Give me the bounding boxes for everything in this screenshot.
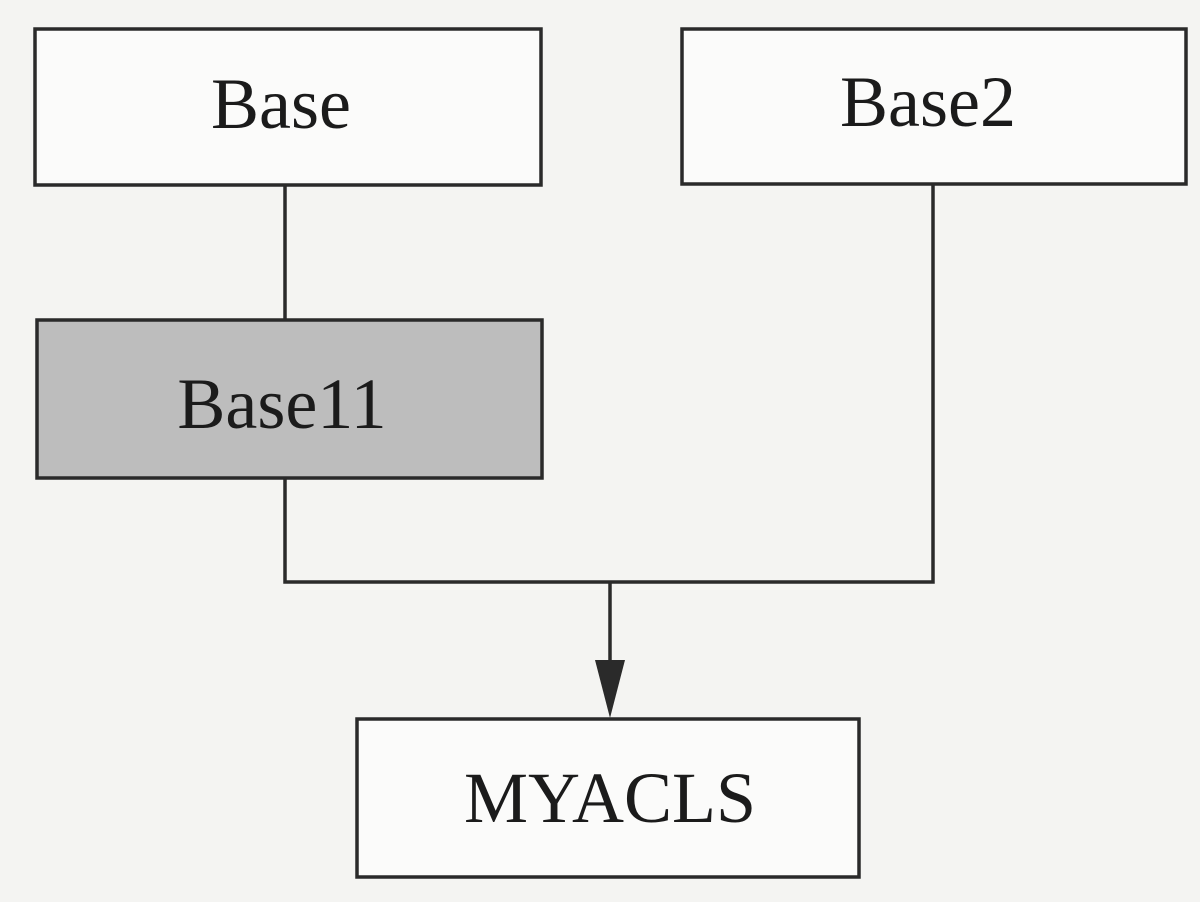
node-base2-label: Base2	[840, 62, 1016, 142]
node-myacls: MYACLS	[355, 717, 861, 879]
edge-base11-to-junction	[283, 478, 610, 584]
arrowhead-icon	[595, 660, 625, 718]
node-base-box	[33, 27, 543, 187]
node-base2-box	[680, 27, 1188, 186]
node-myacls-label: MYACLS	[464, 758, 756, 838]
node-base11-label: Base11	[177, 364, 386, 444]
node-base2: Base2	[680, 27, 1188, 186]
node-base11-box	[35, 318, 544, 480]
node-base11: Base11	[35, 318, 544, 480]
node-base-label: Base	[211, 64, 351, 144]
edge-base2-to-junction	[610, 185, 935, 584]
node-myacls-box	[355, 717, 861, 879]
node-base: Base	[33, 27, 543, 187]
connectors	[283, 185, 935, 718]
